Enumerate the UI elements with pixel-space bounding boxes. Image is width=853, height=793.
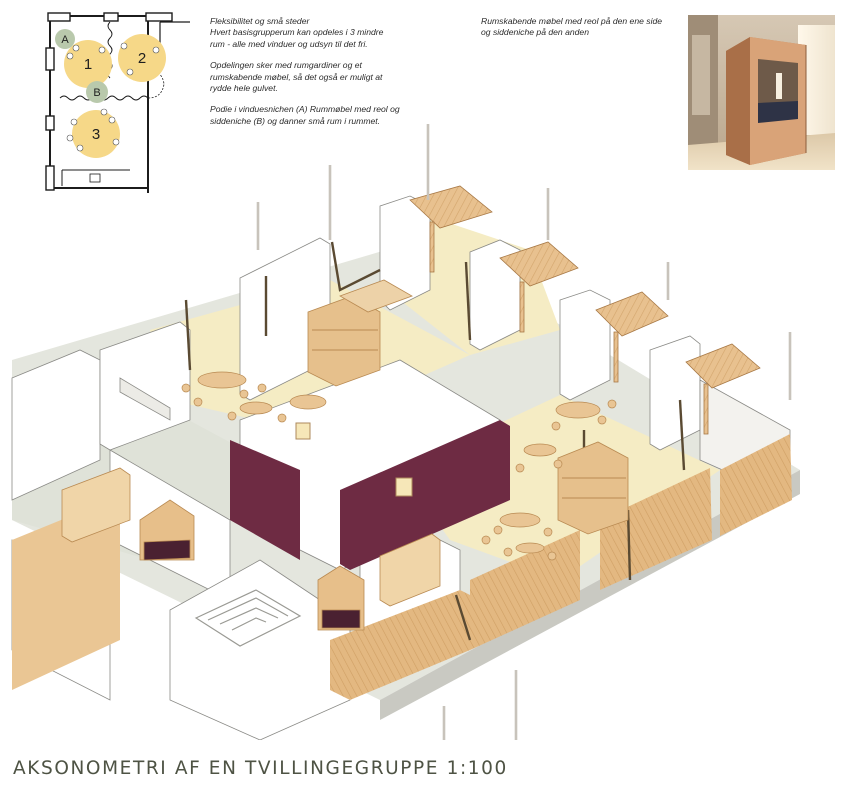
cubbies bbox=[61, 467, 441, 631]
drawing-title: AKSONOMETRI AF EN TVILLINGEGRUPPE 1:100 bbox=[13, 758, 508, 779]
furniture-render-image bbox=[688, 15, 835, 170]
plum-wall-right bbox=[340, 420, 510, 570]
caption-line: Hvert basisgrupperum kan opdeles i 3 min… bbox=[210, 27, 384, 38]
zone-3-marker bbox=[72, 110, 120, 158]
caption-line: og siddeniche på den anden bbox=[481, 27, 589, 38]
caption-line: rum - alle med vinduer og udsyn til det … bbox=[210, 38, 368, 49]
caption-line: Rumskabende møbel med reol på den ene si… bbox=[481, 16, 663, 26]
niche-a-label: A bbox=[61, 34, 69, 46]
plan-walls bbox=[45, 12, 190, 193]
plum-walls bbox=[230, 420, 510, 570]
caption-line: Opdelingen sker med rumgardiner og et bbox=[210, 60, 362, 71]
niche-b-label: B bbox=[93, 87, 100, 99]
caption-title: Fleksibilitet og små steder bbox=[210, 16, 310, 26]
caption-line: rydde hele gulvet. bbox=[210, 83, 278, 94]
stair bbox=[194, 589, 302, 647]
plan-chairs bbox=[66, 42, 160, 152]
tables-and-chairs bbox=[181, 371, 617, 561]
niche-b-marker bbox=[86, 81, 108, 103]
facade-wood-panel bbox=[330, 590, 470, 700]
floor-plan-diagram: 1 2 3 A B bbox=[45, 12, 190, 193]
zone-2-label: 2 bbox=[138, 50, 146, 67]
posts bbox=[256, 124, 792, 740]
axonometric-drawing bbox=[11, 124, 800, 740]
zone-3-label: 3 bbox=[92, 126, 100, 143]
flexibility-caption: Fleksibilitet og små steder Hvert basisg… bbox=[210, 16, 420, 137]
step-podium bbox=[339, 279, 413, 313]
shelving-units bbox=[307, 279, 629, 535]
plum-wall-left bbox=[230, 440, 300, 560]
pergolas bbox=[409, 185, 761, 435]
furniture-caption: Rumskabende møbel med reol på den ene si… bbox=[481, 16, 681, 49]
niche-a-marker bbox=[55, 29, 75, 49]
caption-line: Podie i vinduesnichen (A) Rummøbel med r… bbox=[210, 104, 400, 115]
caption-line: siddeniche (B) og danner små rum i rumme… bbox=[210, 115, 381, 126]
caption-line: rumskabende møbel, så det også er muligt… bbox=[210, 71, 383, 82]
shelf-unit-right bbox=[557, 441, 629, 535]
zone-1-label: 1 bbox=[84, 56, 92, 73]
